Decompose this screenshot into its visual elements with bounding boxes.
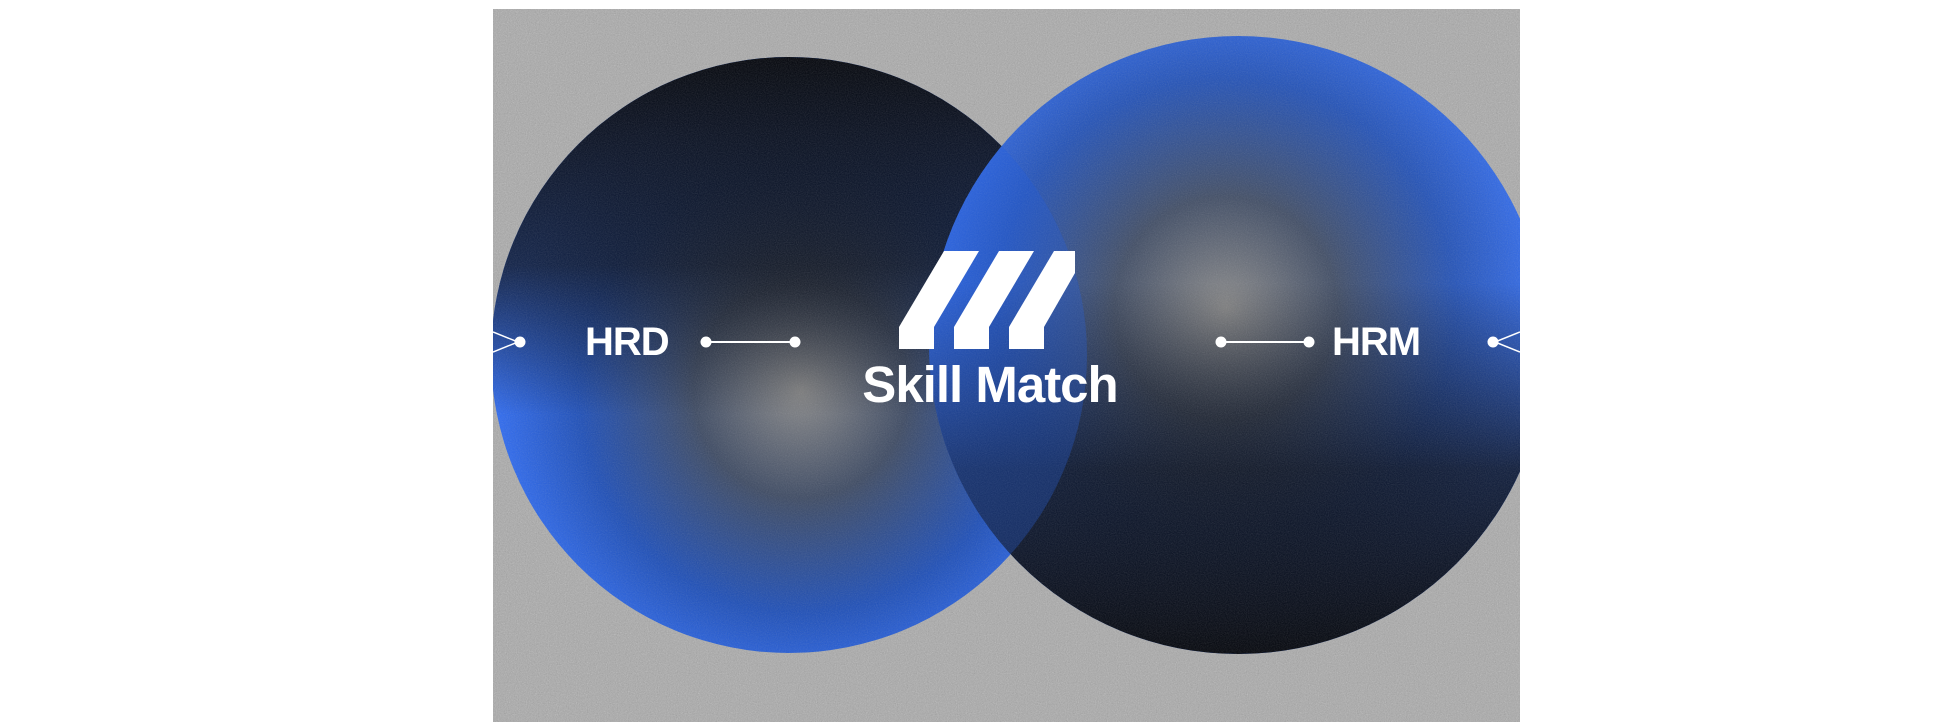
venn-diagram-panel: HRD HRM Skill Match [493,9,1520,722]
left-edge-marker [493,331,526,353]
center-label: Skill Match [862,356,1118,413]
right-label: HRM [1332,320,1421,364]
right-edge-marker [1487,331,1520,353]
venn-diagram-art [493,9,1520,722]
right-connector [1215,336,1315,348]
skill-match-logo-icon [899,251,1075,349]
left-label: HRD [585,320,670,364]
left-connector [700,336,801,348]
